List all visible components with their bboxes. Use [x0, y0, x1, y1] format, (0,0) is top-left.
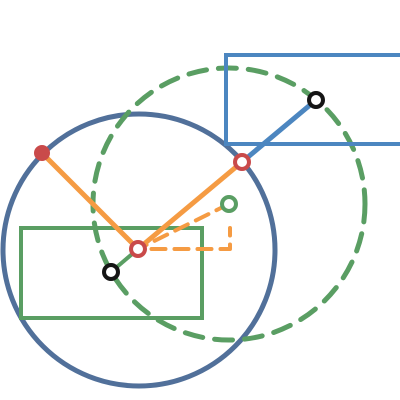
green-rect [19, 226, 204, 320]
blue-segment [239, 97, 319, 165]
red-hollow-point-center [129, 240, 147, 258]
red-hollow-point-upper [233, 153, 251, 171]
orange-segment-left [39, 150, 141, 252]
orange-segment-right [135, 159, 245, 252]
green-hollow-point [220, 195, 238, 213]
navy-circle [0, 111, 278, 389]
black-hollow-point-lower [102, 263, 120, 281]
red-filled-point [34, 145, 50, 161]
black-hollow-point-upper [307, 91, 325, 109]
orange-dashed-path [136, 202, 232, 251]
blue-rect [224, 53, 400, 146]
